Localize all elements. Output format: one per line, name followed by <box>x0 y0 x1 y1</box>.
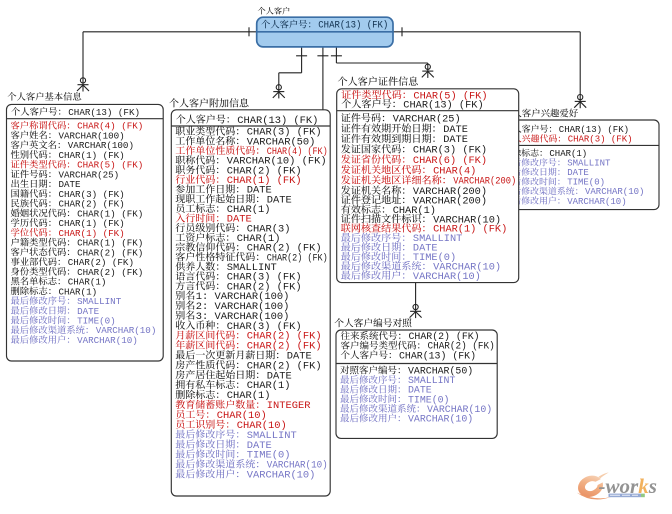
svg-text:TIME(0): TIME(0) <box>408 394 449 405</box>
svg-text:VARCHAR(200): VARCHAR(200) <box>453 176 516 188</box>
svg-text:CHAR(1): CHAR(1) <box>59 286 98 297</box>
svg-text:CHAR(1): CHAR(1) <box>227 204 271 216</box>
svg-text:CHAR(4) (FK): CHAR(4) (FK) <box>77 121 143 132</box>
svg-text:VARCHAR(100): VARCHAR(100) <box>68 140 134 151</box>
svg-text:CHAR(1) (FK): CHAR(1) (FK) <box>77 208 143 219</box>
svg-text:VARCHAR(200): VARCHAR(200) <box>413 195 487 207</box>
svg-text:DATE: DATE <box>247 440 272 452</box>
svg-text:CHAR(6) (FK): CHAR(6) (FK) <box>413 155 487 167</box>
svg-text:VARCHAR(25): VARCHAR(25) <box>393 114 461 126</box>
svg-text:VARCHAR(10): VARCHAR(10) <box>408 414 473 425</box>
svg-text:1: VARCHAR(100): 1: VARCHAR(100) <box>196 291 290 303</box>
svg-text:DATE: DATE <box>443 124 468 136</box>
svg-text:VARCHAR(10): VARCHAR(10) <box>96 325 157 336</box>
svg-text:CHAR(2) (FK): CHAR(2) (FK) <box>267 252 328 264</box>
svg-text:VARCHAR(10): VARCHAR(10) <box>567 197 626 207</box>
svg-text:VARCHAR(10): VARCHAR(10) <box>433 214 501 226</box>
svg-text:CHAR(3) (FK): CHAR(3) (FK) <box>247 127 322 139</box>
svg-text:CHAR(10): CHAR(10) <box>217 410 267 422</box>
svg-text:VARCHAR(10): VARCHAR(10) <box>267 460 328 472</box>
svg-text:DATE: DATE <box>287 351 312 363</box>
svg-text:CHAR(2) (FK): CHAR(2) (FK) <box>247 360 322 372</box>
svg-text:CHAR(3): CHAR(3) <box>247 223 291 235</box>
svg-text:VARCHAR(10): VARCHAR(10) <box>585 187 644 197</box>
svg-text:CHAR(3) (FK): CHAR(3) (FK) <box>227 321 302 333</box>
svg-text:VARCHAR(100): VARCHAR(100) <box>59 130 125 141</box>
svg-text:VARCHAR(200): VARCHAR(200) <box>413 186 487 198</box>
svg-text:SMALLINT: SMALLINT <box>567 159 611 169</box>
svg-text:CHAR(13) (FK): CHAR(13) (FK) <box>399 350 476 361</box>
svg-text:DATE: DATE <box>413 243 438 255</box>
svg-text:CHAR(1) (FK): CHAR(1) (FK) <box>227 175 302 187</box>
svg-text:DATE: DATE <box>408 385 432 396</box>
svg-text:CHAR(13) (FK): CHAR(13) (FK) <box>68 107 140 118</box>
svg-text:CHAR(2) (FK): CHAR(2) (FK) <box>247 243 322 255</box>
svg-text:VARCHAR(50): VARCHAR(50) <box>408 366 473 377</box>
svg-text:CHAR(2) (FK): CHAR(2) (FK) <box>59 199 125 210</box>
svg-text:INTEGER: INTEGER <box>267 400 311 412</box>
svg-text:TIME(0): TIME(0) <box>567 178 605 188</box>
svg-text:SMALLINT: SMALLINT <box>408 375 455 386</box>
svg-text:CHAR(1) (FK): CHAR(1) (FK) <box>59 218 125 229</box>
svg-text:DATE: DATE <box>77 306 100 317</box>
svg-text:CHAR(3) (FK): CHAR(3) (FK) <box>413 145 487 157</box>
svg-text:DATE: DATE <box>267 370 292 382</box>
svg-text:DATE: DATE <box>267 194 292 206</box>
svg-text:2: VARCHAR(100): 2: VARCHAR(100) <box>196 301 290 313</box>
svg-text:TIME(0): TIME(0) <box>247 450 291 462</box>
svg-text:CHAR(13) (FK): CHAR(13) (FK) <box>237 115 318 127</box>
svg-text:VARCHAR(50): VARCHAR(50) <box>247 136 316 148</box>
svg-text:CHAR(1): CHAR(1) <box>227 390 271 402</box>
svg-text:CHAR(2) (FK): CHAR(2) (FK) <box>77 247 143 258</box>
svg-text:DATE: DATE <box>567 168 589 178</box>
svg-text:CHAR(2) (FK): CHAR(2) (FK) <box>227 165 302 177</box>
svg-text:DATE: DATE <box>227 214 252 226</box>
svg-text:CHAR(5) (FK): CHAR(5) (FK) <box>413 90 487 102</box>
svg-text:CHAR(13) (FK): CHAR(13) (FK) <box>403 99 483 111</box>
svg-text:VARCHAR(25): VARCHAR(25) <box>59 169 120 180</box>
svg-text:CHAR(1): CHAR(1) <box>549 149 587 159</box>
svg-text:TIME(0): TIME(0) <box>413 252 456 264</box>
svg-text:SMALLINT: SMALLINT <box>227 262 277 274</box>
svg-text:SMALLINT: SMALLINT <box>413 233 462 245</box>
svg-text:CHAR(13) (FK): CHAR(13) (FK) <box>318 20 388 31</box>
svg-text:CHAR(1): CHAR(1) <box>68 277 107 288</box>
svg-text:SMALLINT: SMALLINT <box>247 430 297 442</box>
svg-text:CHAR(10): CHAR(10) <box>237 420 287 432</box>
svg-text:CHAR(1) (FK): CHAR(1) (FK) <box>59 228 125 239</box>
svg-text:CHAR(1): CHAR(1) <box>237 233 281 245</box>
svg-text:VARCHAR(10): VARCHAR(10) <box>77 335 138 346</box>
svg-text:VARCHAR(10): VARCHAR(10) <box>247 470 316 482</box>
svg-text:VARCHAR(10): VARCHAR(10) <box>427 404 492 415</box>
svg-text:CHAR(1) (FK): CHAR(1) (FK) <box>77 238 143 249</box>
svg-text:CHAR(1): CHAR(1) <box>393 205 436 217</box>
svg-text:CHAR(2) (FK): CHAR(2) (FK) <box>68 257 134 268</box>
svg-text:CHAR(2) (FK): CHAR(2) (FK) <box>77 267 143 278</box>
svg-text:CHAR(3) (FK): CHAR(3) (FK) <box>568 135 633 145</box>
svg-text:DATE: DATE <box>247 185 272 197</box>
svg-text:CHAR(4) (FK): CHAR(4) (FK) <box>267 146 328 158</box>
svg-text:CHAR(3) (FK): CHAR(3) (FK) <box>227 272 302 284</box>
svg-text:CHAR(1): CHAR(1) <box>247 380 291 392</box>
svg-text:DATE: DATE <box>59 179 82 190</box>
svg-text:CHAR(3) (FK): CHAR(3) (FK) <box>59 189 125 200</box>
svg-text:CHAR(1) (FK): CHAR(1) (FK) <box>59 150 125 161</box>
svg-text:VARCHAR(10): VARCHAR(10) <box>433 262 501 274</box>
svg-text:CHAR(2) (FK): CHAR(2) (FK) <box>409 331 480 342</box>
svg-text:CHAR(4): CHAR(4) <box>433 165 476 177</box>
svg-text:SMALLINT: SMALLINT <box>77 296 122 307</box>
svg-text:CHAR(1) (FK): CHAR(1) (FK) <box>433 224 507 236</box>
svg-text:CHAR(13) (FK): CHAR(13) (FK) <box>559 125 629 135</box>
svg-text:3: VARCHAR(100): 3: VARCHAR(100) <box>196 311 290 323</box>
svg-text:CHAR(2) (FK): CHAR(2) (FK) <box>428 341 495 352</box>
svg-text:CHAR(2) (FK): CHAR(2) (FK) <box>227 281 302 293</box>
svg-text:VARCHAR(10) (FK): VARCHAR(10) (FK) <box>227 156 327 168</box>
svg-text:CHAR(2) (FK): CHAR(2) (FK) <box>247 331 322 343</box>
svg-text:CHAR(2) (FK): CHAR(2) (FK) <box>247 341 322 353</box>
svg-text:CHAR(5) (FK): CHAR(5) (FK) <box>77 160 143 171</box>
svg-text:TIME(0): TIME(0) <box>77 316 116 327</box>
svg-text:VARCHAR(10): VARCHAR(10) <box>413 271 481 283</box>
svg-text:DATE: DATE <box>443 134 468 146</box>
